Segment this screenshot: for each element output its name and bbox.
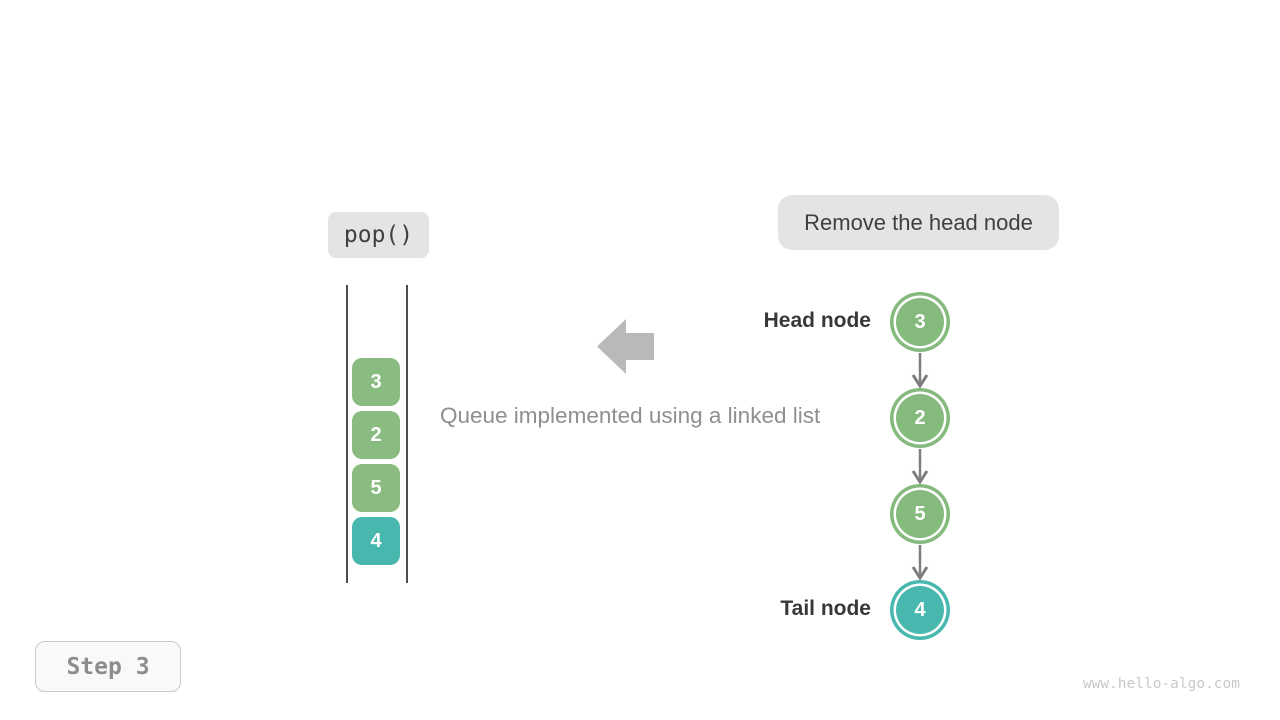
queue-rail-right [406,285,408,583]
linked-list-node: 4 [896,586,944,634]
linked-list-node: 3 [896,298,944,346]
queue-box-value: 5 [370,476,382,499]
down-arrow-icon [911,545,929,581]
pop-operation-label: pop() [328,212,429,258]
linked-list-node: 2 [896,394,944,442]
queue-box: 2 [352,411,400,459]
linked-list-node-value: 4 [914,598,926,621]
step-badge: Step 3 [35,641,181,692]
remove-head-annotation: Remove the head node [778,195,1059,250]
queue-box: 4 [352,517,400,565]
head-node-label: Head node [763,309,871,332]
down-arrow-icon [911,449,929,485]
queue-box: 5 [352,464,400,512]
linked-list-node-value: 2 [914,406,926,429]
linked-list-node: 5 [896,490,944,538]
watermark-text: www.hello-algo.com [1082,676,1240,692]
queue-box-value: 2 [370,423,382,446]
queue-box-value: 4 [370,529,382,552]
queue-box: 3 [352,358,400,406]
down-arrow-icon [911,353,929,389]
queue-box-value: 3 [370,370,382,393]
tail-node-label: Tail node [780,597,871,620]
linked-list-node-value: 3 [914,310,926,333]
remove-head-annotation-text: Remove the head node [804,209,1033,235]
queue-rail-left [346,285,348,583]
left-arrow-icon [597,319,654,374]
diagram-caption: Queue implemented using a linked list [440,403,821,428]
step-badge-text: Step 3 [66,653,150,680]
queue-stack: 3 2 5 4 [352,358,400,565]
linked-list-node-value: 5 [914,502,926,525]
pop-operation-text: pop() [343,222,414,248]
